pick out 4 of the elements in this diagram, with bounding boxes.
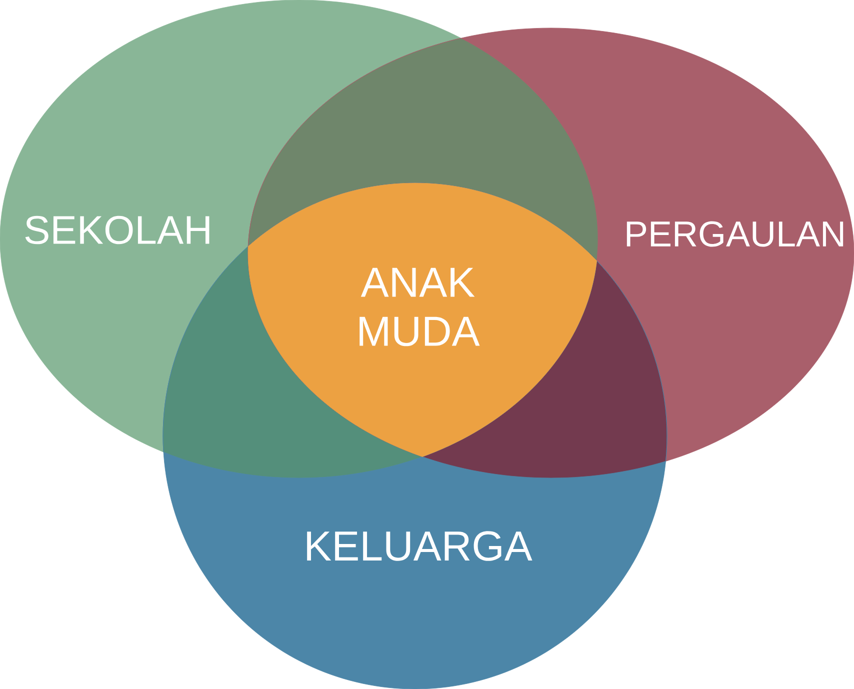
set-label: KELUARGA	[307, 531, 532, 561]
set-label: PERGAULAN	[626, 221, 844, 247]
center-label: ANAK MUDA	[360, 268, 480, 346]
set-label: SEKOLAH	[25, 216, 210, 244]
